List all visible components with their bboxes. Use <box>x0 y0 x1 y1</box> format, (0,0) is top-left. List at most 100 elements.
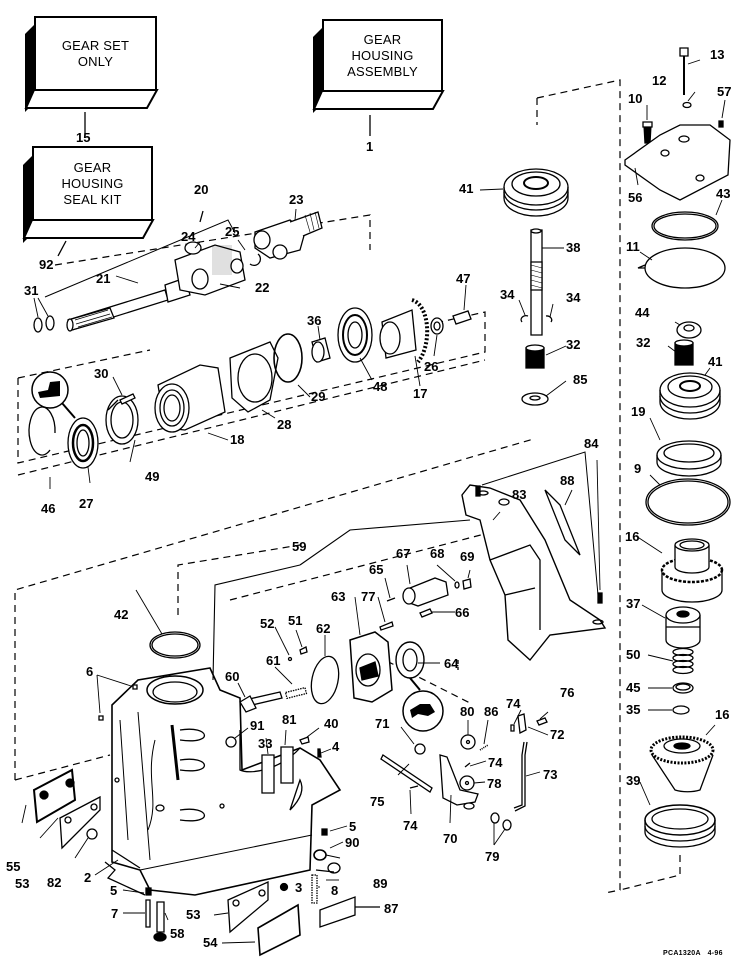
callout-52: 52 <box>260 616 275 631</box>
callout-77: 77 <box>361 589 376 604</box>
callout-9: 9 <box>634 461 642 476</box>
connector-72 <box>518 714 526 733</box>
yoke-23 <box>255 220 305 258</box>
callout-88: 88 <box>560 473 575 488</box>
plug-6a <box>133 685 137 689</box>
callout-32a: 32 <box>566 337 581 352</box>
plate-55 <box>34 770 75 822</box>
group-outlines <box>15 80 680 893</box>
callout-38: 38 <box>566 240 581 255</box>
callout-23: 23 <box>289 192 304 207</box>
o-ring-68 <box>455 582 459 588</box>
callout-58: 58 <box>170 926 185 941</box>
callout-39: 39 <box>626 773 641 788</box>
callout-43: 43 <box>716 186 731 201</box>
callout-45: 45 <box>626 680 641 695</box>
callout-2: 2 <box>84 870 92 885</box>
o-ring-29 <box>274 334 302 382</box>
callout-84: 84 <box>584 436 599 451</box>
screw-58 <box>157 902 164 932</box>
spring-61 <box>286 688 307 699</box>
callout-40: 40 <box>324 716 339 731</box>
callout-50: 50 <box>626 647 641 662</box>
callout-21: 21 <box>96 271 111 286</box>
shift-group <box>150 520 471 731</box>
callout-48: 48 <box>373 379 388 394</box>
callout-22: 22 <box>255 280 270 295</box>
callout-64: 64 <box>444 656 459 671</box>
plug-57 <box>719 121 723 127</box>
callout-1: 1 <box>366 139 374 154</box>
retaining-ring-25 <box>250 254 260 265</box>
o-ring-62 <box>307 654 342 706</box>
pin-86 <box>480 745 488 750</box>
clip-76 <box>537 718 547 725</box>
callout-68: 68 <box>430 546 445 561</box>
callout-41b: 41 <box>708 354 723 369</box>
bushing-79b <box>503 820 511 830</box>
callout-89: 89 <box>373 876 388 891</box>
o-ring-11 <box>645 248 725 288</box>
callout-5a: 5 <box>110 883 118 898</box>
plug-5a <box>146 888 151 895</box>
washer-85 <box>522 393 548 405</box>
snap-ring-46 <box>29 407 55 455</box>
callout-60: 60 <box>225 669 240 684</box>
bearing-41a <box>504 169 568 205</box>
pin-74a <box>410 786 418 788</box>
kit-box-base <box>22 218 156 240</box>
callout-28: 28 <box>277 417 292 432</box>
callout-76: 76 <box>560 685 575 700</box>
nut-26 <box>431 318 443 334</box>
washer-82 <box>87 829 97 839</box>
screw-4 <box>318 749 321 757</box>
callout-20: 20 <box>194 182 209 197</box>
callout-31: 31 <box>24 283 39 298</box>
right-gear-stack <box>625 48 730 847</box>
o-ring-31b <box>46 316 54 330</box>
o-ring-12 <box>683 103 691 108</box>
plate-54 <box>258 905 300 955</box>
callout-46: 46 <box>41 501 56 516</box>
plug-91 <box>226 737 236 747</box>
screw-47 <box>453 311 471 324</box>
pin-74b <box>465 763 470 767</box>
callout-41a: 41 <box>459 181 474 196</box>
callout-30: 30 <box>94 366 109 381</box>
rod-8 <box>312 875 317 903</box>
driveshaft-group-outline <box>55 215 370 265</box>
callout-91: 91 <box>250 718 265 733</box>
callout-26: 26 <box>424 359 439 374</box>
pin-7 <box>146 900 150 927</box>
o-ring-43 <box>652 212 718 240</box>
cover-plate-81 <box>281 747 293 783</box>
callout-42: 42 <box>114 607 129 622</box>
callout-78: 78 <box>487 776 502 791</box>
callout-72: 72 <box>550 727 565 742</box>
callout-61: 61 <box>266 653 281 668</box>
callout-66: 66 <box>455 605 470 620</box>
callout-70: 70 <box>443 831 458 846</box>
o-ring-31a <box>34 318 42 332</box>
callout-74a: 74 <box>403 818 418 833</box>
callout-69: 69 <box>460 549 475 564</box>
plug-5b <box>322 829 327 835</box>
callout-16a: 16 <box>625 529 640 544</box>
callout-51: 51 <box>288 613 303 628</box>
washer-80 <box>461 735 475 749</box>
lower-hardware <box>99 685 340 941</box>
callout-16b: 16 <box>715 707 730 722</box>
housing-lower-outline <box>15 755 110 780</box>
callout-32b: 32 <box>636 335 651 350</box>
o-ring-42 <box>150 632 200 658</box>
screw-10 <box>644 125 651 143</box>
callout-11: 11 <box>626 239 640 254</box>
callout-49: 49 <box>145 469 160 484</box>
callout-82: 82 <box>47 875 62 890</box>
callout-86: 86 <box>484 704 499 719</box>
shift-linkage <box>381 660 547 830</box>
washer-45 <box>673 683 693 693</box>
callout-25: 25 <box>225 224 240 239</box>
callout-17: 17 <box>413 386 428 401</box>
cover-plate-33 <box>262 755 274 793</box>
